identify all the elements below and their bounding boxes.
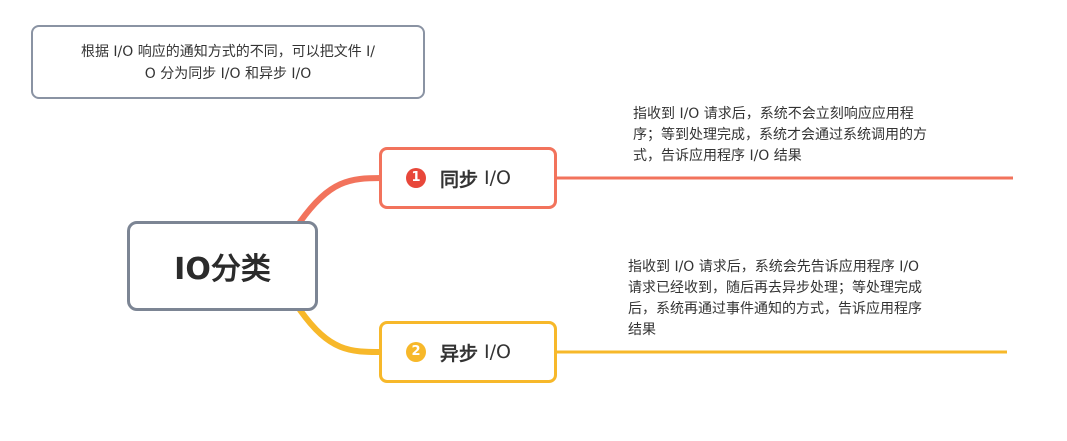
- sync-io-description[interactable]: 指收到 I/O 请求后，系统不会立刻响应应用程 序；等到处理完成，系统才会通过系…: [633, 104, 1007, 167]
- note-line-2: O 分为同步 I/O 和异步 I/O: [144, 66, 312, 82]
- async-desc-line: 指收到 I/O 请求后，系统会先告诉应用程序 I/O: [628, 259, 920, 275]
- priority-1-icon: 1: [406, 168, 426, 188]
- root-topic-label: IO分类: [174, 252, 271, 287]
- sync-desc-line: 式，告诉应用程序 I/O 结果: [633, 148, 802, 164]
- async-desc-line: 结果: [628, 322, 656, 338]
- async-branch-connector: [297, 307, 385, 355]
- sync-desc-line: 序；等到处理完成，系统才会通过系统调用的方: [633, 127, 927, 143]
- async-desc-line: 后，系统再通过事件通知的方式，告诉应用程序: [628, 301, 922, 317]
- sync-desc-line: 指收到 I/O 请求后，系统不会立刻响应应用程: [633, 106, 914, 122]
- root-topic[interactable]: IO分类: [127, 221, 318, 311]
- branch-topic-sync-io[interactable]: 1 同步 I/O: [379, 147, 557, 209]
- branch-topic-async-label: 异步: [440, 342, 479, 365]
- priority-2-icon: 2: [406, 342, 426, 362]
- floating-note[interactable]: 根据 I/O 响应的通知方式的不同，可以把文件 I/ O 分为同步 I/O 和异…: [31, 25, 425, 99]
- sync-branch-connector: [297, 175, 385, 225]
- branch-topic-sync-label: 同步: [440, 168, 479, 191]
- branch-topic-sync-suffix: I/O: [478, 167, 512, 189]
- note-line-1: 根据 I/O 响应的通知方式的不同，可以把文件 I/: [80, 44, 376, 60]
- async-io-description[interactable]: 指收到 I/O 请求后，系统会先告诉应用程序 I/O 请求已经收到，随后再去异步…: [628, 257, 1002, 341]
- branch-topic-async-io[interactable]: 2 异步 I/O: [379, 321, 557, 383]
- async-desc-line: 请求已经收到，随后再去异步处理；等处理完成: [628, 280, 922, 296]
- branch-topic-async-suffix: I/O: [478, 341, 512, 363]
